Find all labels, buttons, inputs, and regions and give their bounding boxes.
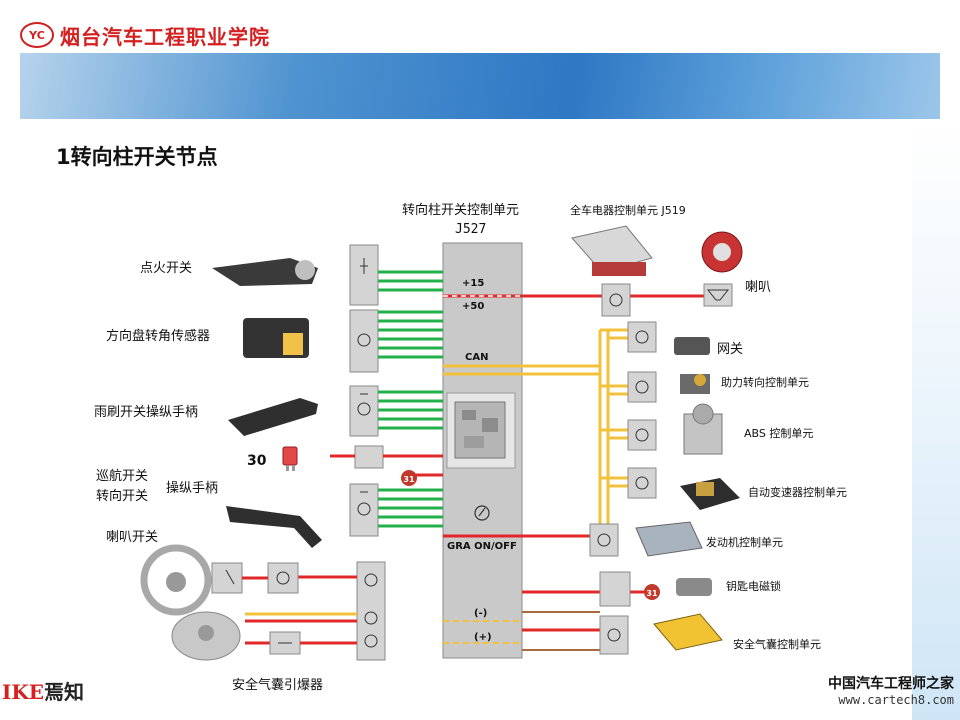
- gra-symbol-icon: [474, 505, 490, 521]
- signal-15: +15: [462, 278, 484, 289]
- ground-badge-left: 31: [401, 470, 417, 486]
- site-url: www.cartech8.com: [838, 693, 954, 707]
- green-wires: [378, 270, 443, 528]
- right-decoration: [912, 120, 960, 720]
- engine-unit-icon: [635, 521, 703, 557]
- horn-icon: [701, 231, 743, 273]
- left-label-ignition: 点火开关: [140, 261, 192, 276]
- yellow-can-wires: [245, 328, 628, 616]
- transmission-unit-icon: [680, 478, 740, 510]
- page-title: 1转向柱开关节点: [56, 145, 218, 169]
- control-module-image: [446, 392, 516, 469]
- j519-unit-icon: [571, 225, 653, 276]
- airbag-wheel-icon: [171, 611, 241, 661]
- school-logo: YC 烟台汽车工程职业学院: [20, 18, 270, 52]
- wiper-lever-icon: [228, 398, 318, 436]
- key-lock-icon: [676, 578, 712, 596]
- left-label-steering-angle: 方向盘转角传感器: [106, 328, 210, 344]
- center-unit-code: J527: [455, 222, 486, 237]
- right-connector-boxes: [211, 283, 733, 655]
- left-label-turn: 转向开关: [96, 488, 148, 504]
- signal-50: +50: [462, 301, 484, 312]
- left-label-airbag-igniter: 安全气囊引爆器: [232, 677, 323, 693]
- right-label-power-steering: 助力转向控制单元: [721, 375, 809, 389]
- right-label-abs: ABS 控制单元: [744, 426, 813, 440]
- school-emblem-icon: YC: [20, 22, 54, 48]
- right-label-transmission: 自动变速器控制单元: [748, 485, 847, 499]
- school-name: 烟台汽车工程职业学院: [60, 24, 270, 49]
- site-watermark: 中国汽车工程师之家 www.cartech8.com: [828, 673, 954, 707]
- left-label-wiper: 雨刷开关操纵手柄: [94, 404, 198, 420]
- right-label-key-lock: 钥匙电磁锁: [726, 579, 781, 593]
- signal-gra: GRA ON/OFF: [447, 541, 517, 552]
- svg-text:31: 31: [646, 589, 658, 598]
- ignition-switch-icon: [212, 258, 318, 286]
- signal-plus: (+): [474, 632, 492, 643]
- right-label-airbag-unit: 安全气囊控制单元: [733, 637, 821, 651]
- ground-badge-right: 31: [644, 584, 660, 600]
- ike-logo: IKE焉知: [2, 680, 84, 704]
- steering-wheel-icon: [140, 544, 212, 616]
- svg-text:31: 31: [403, 475, 415, 484]
- left-switch-boxes: [349, 244, 386, 661]
- fuse-label: 30: [247, 453, 267, 469]
- power-steering-unit-icon: [680, 374, 710, 394]
- j519-label: 全车电器控制单元 J519: [570, 203, 686, 217]
- airbag-unit-icon: [653, 613, 723, 651]
- gateway-icon: [674, 337, 710, 355]
- left-label-lever: 操纵手柄: [166, 480, 218, 496]
- header-banner: [20, 53, 940, 119]
- signal-minus: (-): [474, 608, 487, 619]
- site-name: 中国汽车工程师之家: [828, 676, 954, 692]
- left-label-cruise: 巡航开关: [96, 468, 148, 484]
- signal-can: CAN: [465, 352, 488, 363]
- fuse-icon: [282, 446, 298, 471]
- cruise-lever-icon: [226, 506, 322, 548]
- center-unit-label: 转向柱开关控制单元: [402, 202, 519, 218]
- steering-angle-sensor-icon: [243, 318, 309, 358]
- right-label-horn: 喇叭: [745, 280, 771, 295]
- left-label-horn-switch: 喇叭开关: [106, 530, 158, 545]
- abs-unit-icon: [683, 403, 723, 455]
- right-label-gateway: 网关: [717, 342, 743, 357]
- right-label-engine: 发动机控制单元: [706, 535, 783, 549]
